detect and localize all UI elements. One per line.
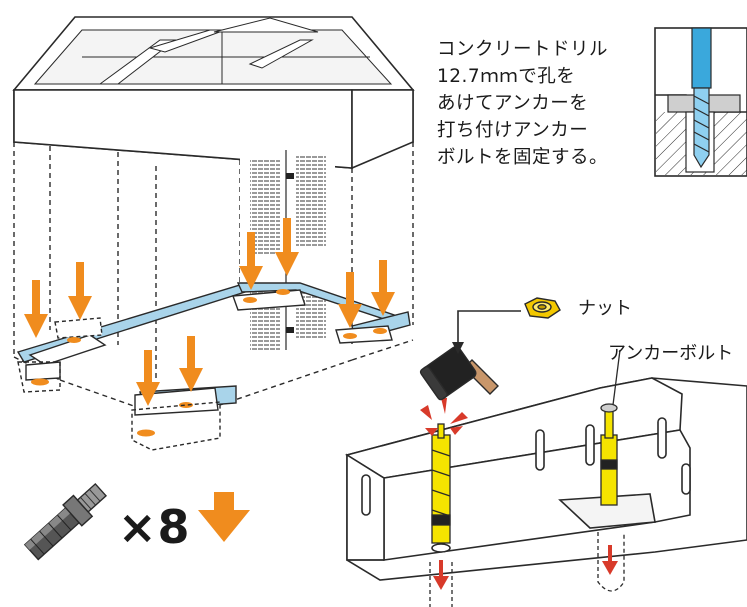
hammer-icon (419, 346, 499, 401)
nut-icon (524, 297, 561, 319)
instruction-line: 12.7ｍｍで孔を (437, 66, 576, 87)
red-down-arrow-icon (433, 545, 618, 590)
anchor-bolt-label: アンカーボルト (608, 343, 734, 364)
anchor-bolt-icon (431, 349, 621, 544)
instruction-text: コンクリートドリル 12.7ｍｍで孔を あけてアンカーを 打ち付けアンカー ボル… (437, 36, 652, 171)
arrowhead (452, 342, 464, 354)
floor-bracket (345, 377, 747, 607)
instruction-line: あけてアンカーを (437, 93, 589, 114)
impact-marks (420, 398, 468, 436)
instruction-line: コンクリートドリル (437, 39, 609, 60)
orange-down-arrow-icon (198, 492, 250, 542)
drill-bit-icon (691, 27, 712, 169)
nut-leader-line (457, 310, 521, 345)
instruction-line: ボルトを固定する。 (437, 147, 609, 168)
anchor-bolt-icon (23, 482, 108, 561)
orange-down-arrow-icon (24, 218, 395, 406)
nut-label: ナット (578, 298, 632, 319)
base-frame (16, 282, 411, 451)
quantity-label: ×8 (118, 500, 191, 554)
instruction-line: 打ち付けアンカー (437, 120, 589, 141)
